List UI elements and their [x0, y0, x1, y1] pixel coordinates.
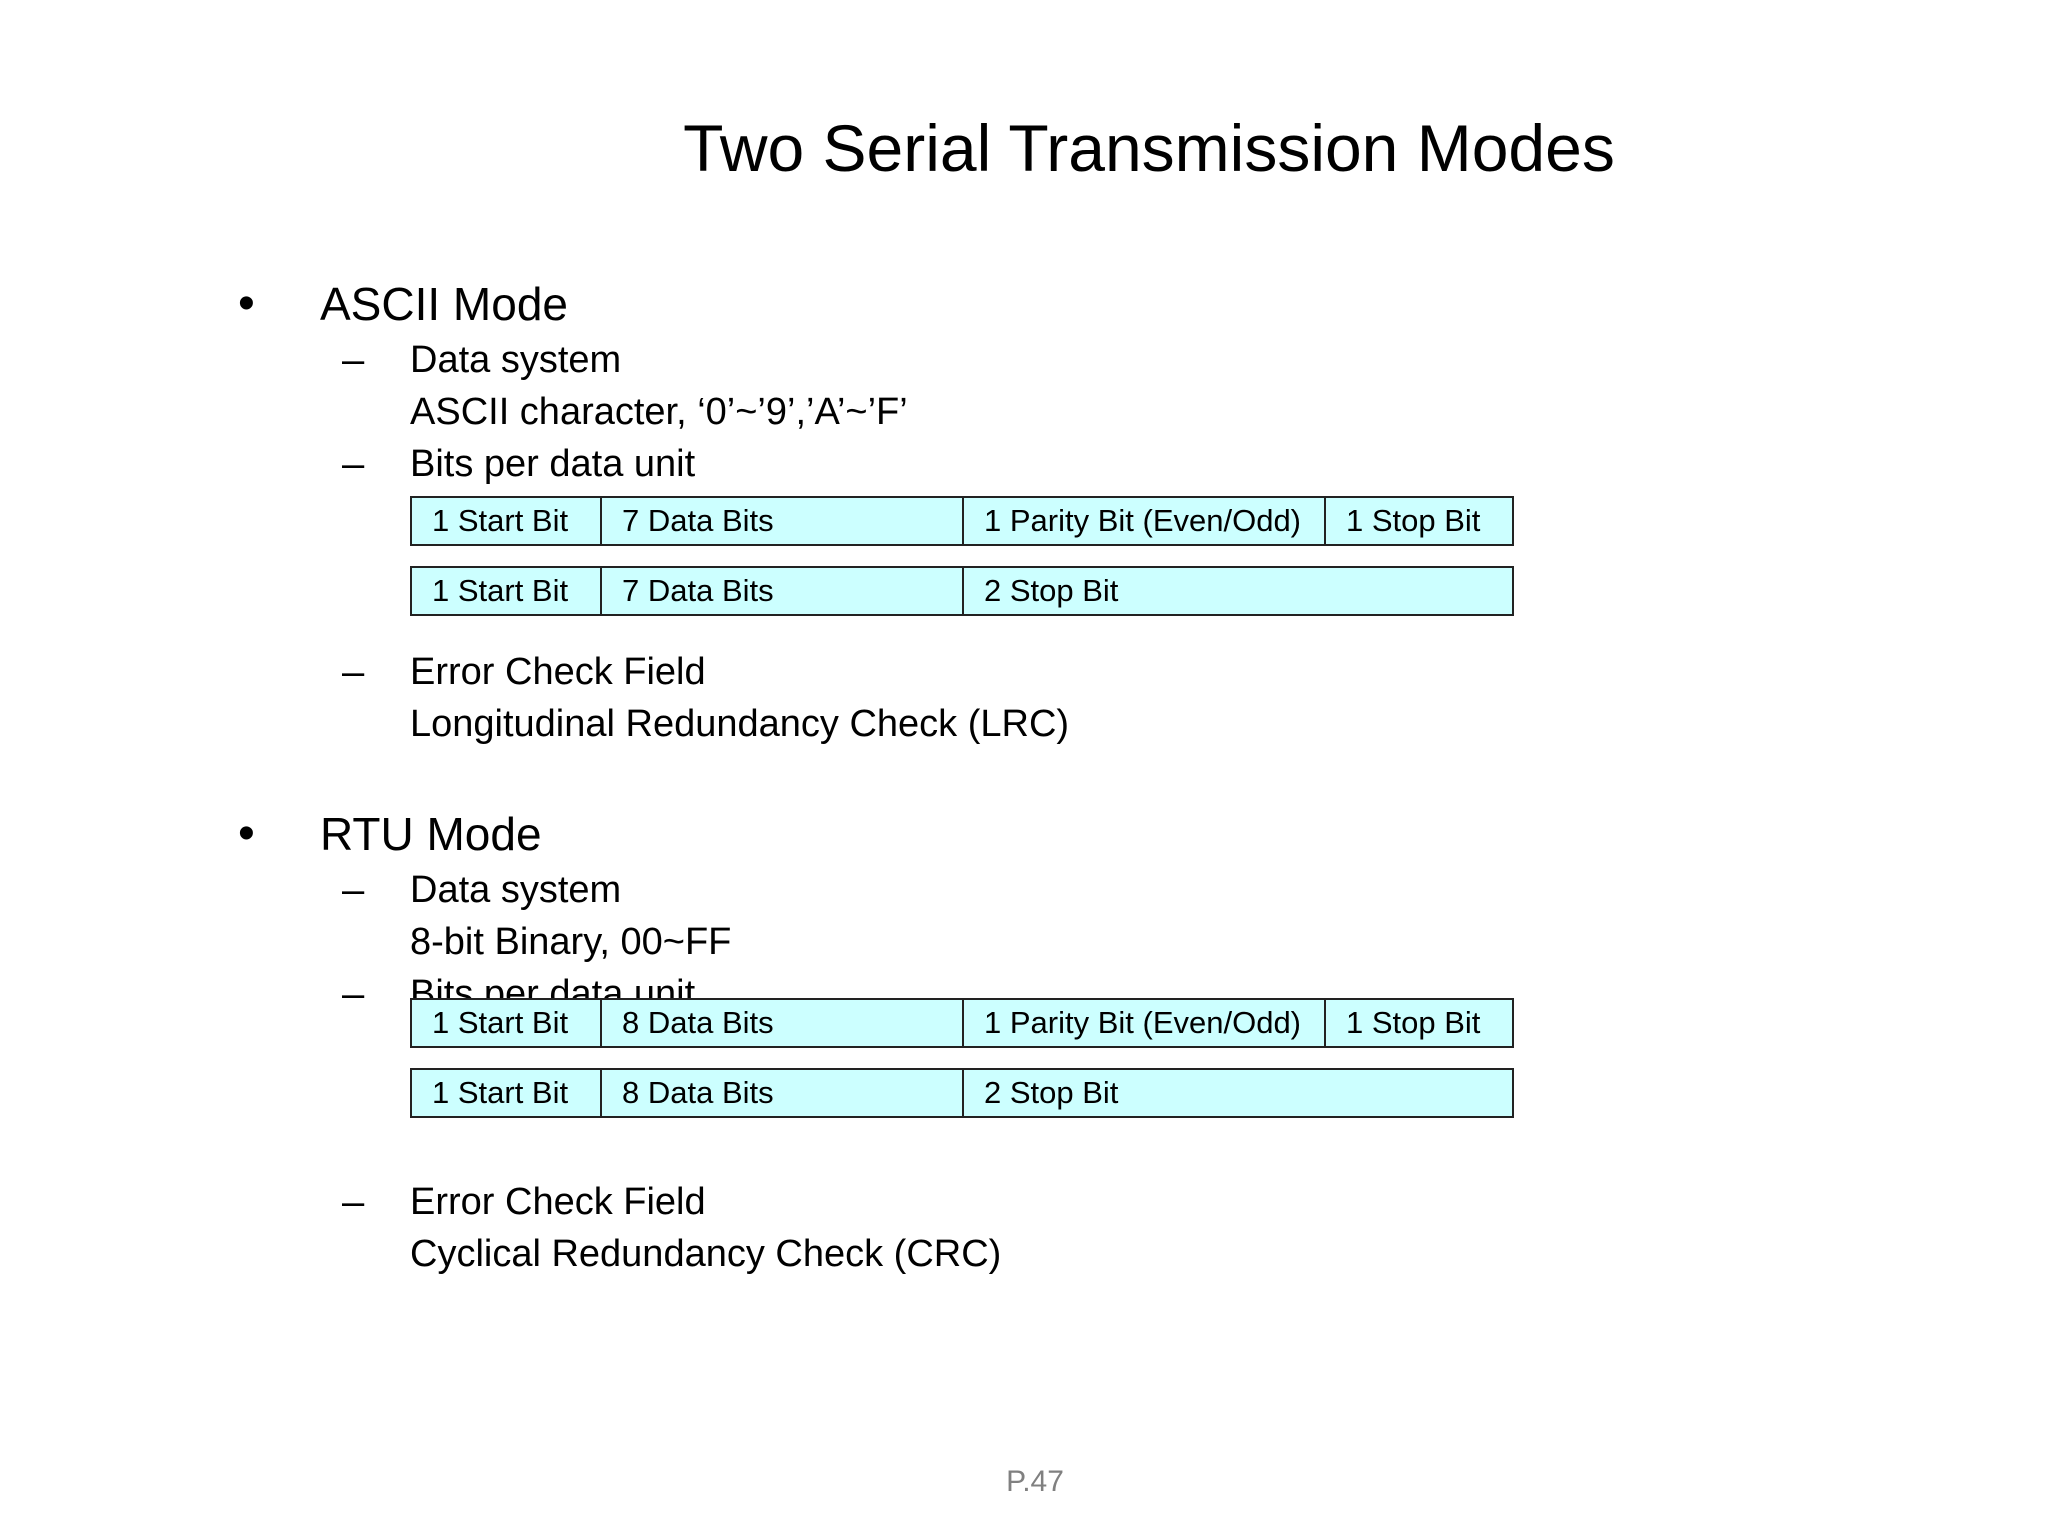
- dash-marker: –: [342, 972, 365, 1016]
- ascii-frame-no-parity: 1 Start Bit 7 Data Bits 2 Stop Bit: [410, 566, 1514, 616]
- ascii-bits-label: Bits per data unit: [410, 443, 696, 485]
- dash-marker: –: [342, 338, 365, 382]
- frame-cell-data-bits: 7 Data Bits: [602, 568, 964, 614]
- frame-cell-stop-bits: 2 Stop Bit: [984, 1075, 1119, 1110]
- frame-cell-data-bits: 8 Data Bits: [602, 1070, 964, 1116]
- rtu-data-system-label: Data system: [410, 869, 622, 911]
- rtu-mode-heading: RTU Mode: [320, 808, 542, 860]
- frame-cell-start-bit: 1 Start Bit: [412, 498, 602, 544]
- rtu-frame-no-parity: 1 Start Bit 8 Data Bits 2 Stop Bit: [410, 1068, 1514, 1118]
- page-number: P.47: [1006, 1465, 1064, 1498]
- rtu-frame-parity: 1 Start Bit 8 Data Bits 1 Parity Bit (Ev…: [410, 998, 1514, 1048]
- frame-cell-start-bit: 1 Start Bit: [412, 1000, 602, 1046]
- frame-cell-data-bits: 7 Data Bits: [602, 498, 964, 544]
- frame-cell-parity-bit: 1 Parity Bit (Even/Odd): [964, 1000, 1326, 1046]
- ascii-frame-parity: 1 Start Bit 7 Data Bits 1 Parity Bit (Ev…: [410, 496, 1514, 546]
- ascii-data-system-label: Data system: [410, 339, 622, 381]
- frame-cell-parity-bit: 1 Parity Bit (Even/Odd): [964, 498, 1326, 544]
- bullet-marker: •: [238, 807, 255, 860]
- bullet-marker: •: [238, 277, 255, 330]
- frame-cell-stop-bits: 2 Stop Bit: [984, 573, 1119, 608]
- frame-cell-start-bit: 1 Start Bit: [412, 1070, 602, 1116]
- rtu-error-value: Cyclical Redundancy Check (CRC): [410, 1233, 1002, 1275]
- frame-cell-stop-bit: 1 Stop Bit: [1346, 1005, 1481, 1040]
- ascii-mode-heading: ASCII Mode: [320, 278, 568, 330]
- frame-cell-stop-bit: 1 Stop Bit: [1346, 503, 1481, 538]
- ascii-error-label: Error Check Field: [410, 651, 706, 693]
- ascii-error-value: Longitudinal Redundancy Check (LRC): [410, 703, 1070, 745]
- ascii-data-system-value: ASCII character, ‘0’~’9’,’A’~’F’: [410, 391, 908, 433]
- dash-marker: –: [342, 1180, 365, 1224]
- dash-marker: –: [342, 442, 365, 486]
- frame-cell-start-bit: 1 Start Bit: [412, 568, 602, 614]
- slide-title: Two Serial Transmission Modes: [683, 111, 1615, 185]
- frame-cell-data-bits: 8 Data Bits: [602, 1000, 964, 1046]
- dash-marker: –: [342, 868, 365, 912]
- dash-marker: –: [342, 650, 365, 694]
- rtu-data-system-value: 8-bit Binary, 00~FF: [410, 921, 732, 963]
- rtu-error-label: Error Check Field: [410, 1181, 706, 1223]
